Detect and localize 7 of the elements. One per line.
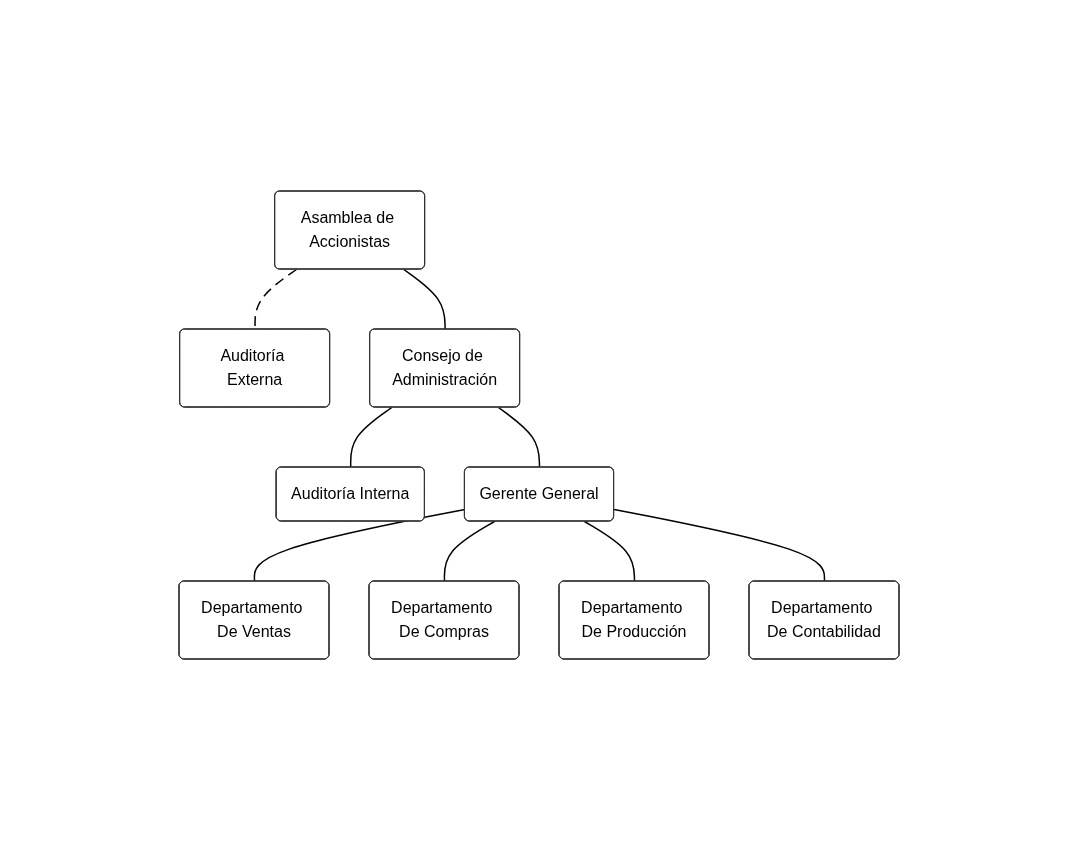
connector bbox=[443, 520, 496, 583]
connector bbox=[583, 520, 636, 583]
connector bbox=[403, 268, 446, 331]
connector bbox=[613, 508, 826, 583]
connector bbox=[349, 406, 393, 469]
connector bbox=[253, 508, 466, 583]
connector bbox=[497, 406, 541, 469]
